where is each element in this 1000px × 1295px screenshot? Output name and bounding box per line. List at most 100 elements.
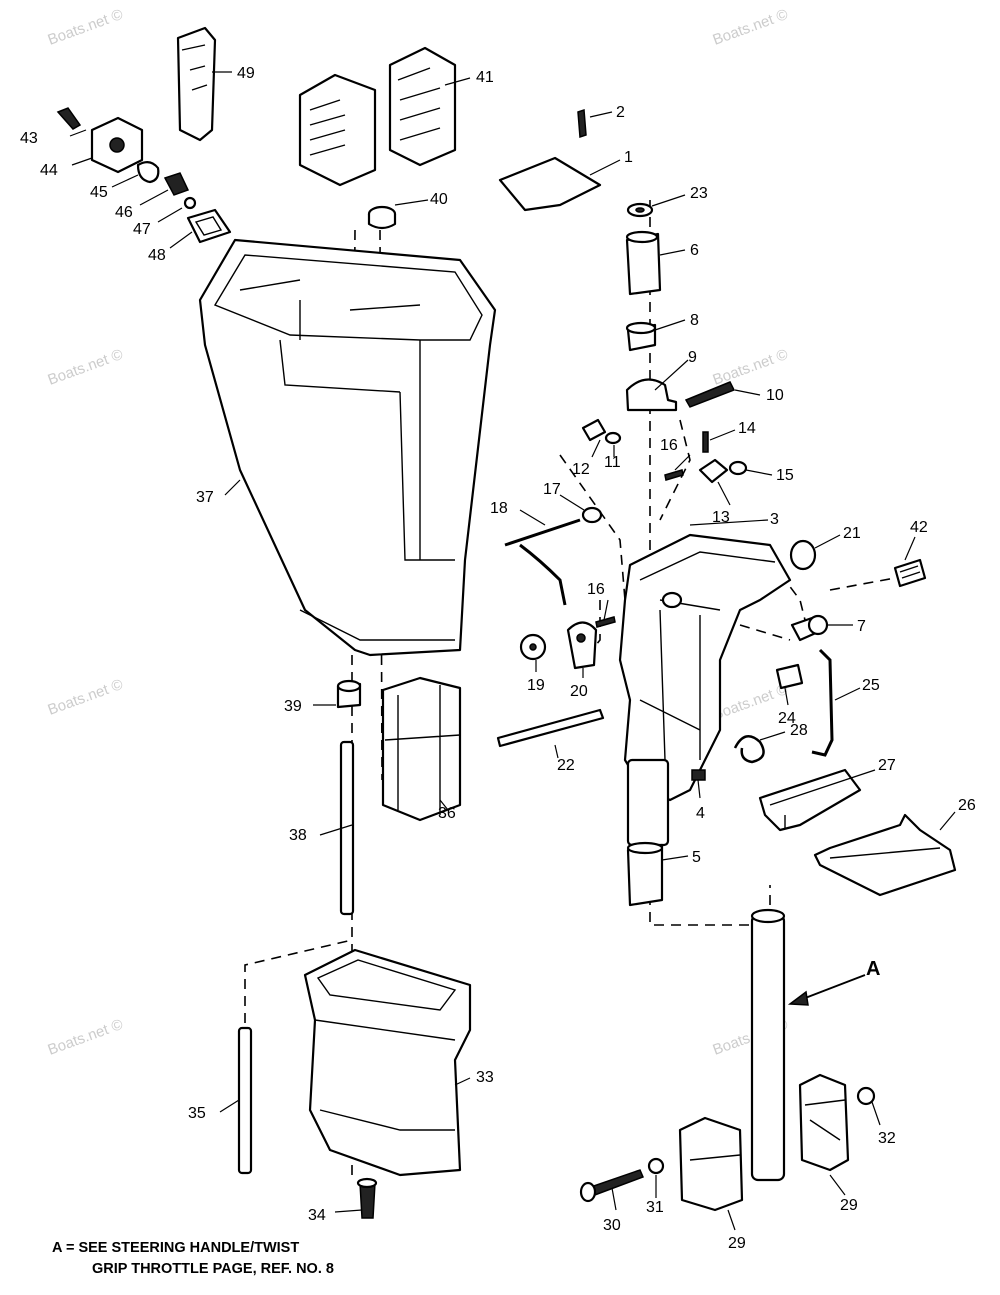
watermark: Boats.net © [46, 6, 126, 49]
part-20-arm [566, 621, 598, 670]
leader-lines [69, 71, 956, 1231]
reference-marker-a: A [866, 958, 880, 980]
part-49-latch [176, 26, 217, 142]
part-4-screw [691, 769, 706, 781]
callout-26: 26 [958, 797, 976, 814]
callout-27: 27 [878, 757, 896, 774]
callout-43: 43 [20, 130, 38, 147]
callout-6: 6 [690, 242, 699, 259]
callout-49: 49 [237, 65, 255, 82]
part-26-lever [813, 813, 957, 897]
part-10-bolt [684, 381, 736, 408]
callout-34: 34 [308, 1207, 326, 1224]
callout-31: 31 [646, 1199, 664, 1216]
callout-14: 14 [738, 420, 756, 437]
part-13-block [698, 458, 729, 484]
callout-41: 41 [476, 69, 494, 86]
part-23-washer [626, 202, 654, 218]
reference-arrow [787, 974, 866, 1006]
part-42-decal [893, 558, 927, 588]
callout-24: 24 [778, 710, 796, 727]
callout-23: 23 [690, 185, 708, 202]
part-14-pin [702, 431, 709, 453]
part-34-screw [356, 1177, 378, 1219]
part-12-washer [581, 418, 607, 442]
parts-43-48-fittings [56, 107, 232, 244]
callout-15: 15 [776, 467, 794, 484]
part-1-plate [498, 156, 602, 212]
part-16-pin-lower [595, 616, 616, 628]
callout-12: 12 [572, 461, 590, 478]
callout-17: 17 [543, 481, 561, 498]
part-31-washer [647, 1157, 665, 1175]
callout-3: 3 [770, 511, 779, 528]
callout-10: 10 [766, 387, 784, 404]
part-28-spring [733, 735, 765, 764]
callout-29-left: 29 [728, 1235, 746, 1252]
part-18-link-rod [504, 518, 581, 606]
callout-44: 44 [40, 162, 58, 179]
callout-1: 1 [624, 149, 633, 166]
part-32-nut [856, 1086, 876, 1106]
part-6-bushing [625, 230, 662, 296]
watermark: Boats.net © [46, 1016, 126, 1059]
callout-18: 18 [490, 500, 508, 517]
part-37-driveshaft-housing [198, 238, 497, 657]
watermark: Boats.net © [711, 346, 791, 389]
part-19-washer [519, 633, 547, 661]
callout-21: 21 [843, 525, 861, 542]
part-29-clamp-left [678, 1116, 744, 1212]
callout-42: 42 [910, 519, 928, 536]
callout-40: 40 [430, 191, 448, 208]
callout-35: 35 [188, 1105, 206, 1122]
callout-32: 32 [878, 1130, 896, 1147]
callout-11: 11 [604, 454, 621, 471]
callout-45: 45 [90, 184, 108, 201]
watermark: Boats.net © [46, 676, 126, 719]
callout-19: 19 [527, 677, 545, 694]
footnote: A = SEE STEERING HANDLE/TWIST GRIP THROT… [52, 1238, 334, 1280]
callout-36: 36 [438, 805, 456, 822]
part-40-grommet [367, 205, 397, 230]
part-36-mount [381, 676, 462, 822]
footnote-line-1: A = SEE STEERING HANDLE/TWIST [52, 1240, 300, 1256]
part-33-exhaust-housing [303, 948, 472, 1177]
callout-30: 30 [603, 1217, 621, 1234]
part-25-rod [811, 648, 834, 757]
part-17-nut [581, 506, 603, 524]
callout-16-upper: 16 [660, 437, 678, 454]
part-24-decal [775, 663, 804, 690]
part-11-washer [604, 431, 622, 445]
part-16-pin [664, 469, 684, 481]
callout-38: 38 [289, 827, 307, 844]
part-29-clamp-right [798, 1073, 850, 1172]
callout-20: 20 [570, 683, 588, 700]
watermark: Boats.net © [46, 346, 126, 389]
part-30-bolt [579, 1169, 644, 1203]
callout-16-lower: 16 [587, 581, 605, 598]
part-2-screw [577, 108, 587, 139]
callout-29-right: 29 [840, 1197, 858, 1214]
steering-tube [750, 908, 786, 1182]
part-7-bolt [790, 614, 829, 642]
callout-7: 7 [857, 618, 866, 635]
part-39-bushing [336, 679, 362, 709]
callout-48: 48 [148, 247, 166, 264]
callout-13: 13 [712, 509, 730, 526]
part-5-bushing [626, 841, 664, 907]
callout-4: 4 [696, 805, 705, 822]
callout-33: 33 [476, 1069, 494, 1086]
callout-46: 46 [115, 204, 133, 221]
part-8-ring [625, 321, 657, 352]
part-22-pin [496, 708, 605, 748]
callout-39: 39 [284, 698, 302, 715]
footnote-line-2: GRIP THROTTLE PAGE, REF. NO. 8 [92, 1261, 334, 1277]
part-9-clamp [625, 378, 678, 412]
part-21-washer [789, 539, 817, 571]
callout-2: 2 [616, 104, 625, 121]
callout-5: 5 [692, 849, 701, 866]
callout-47: 47 [133, 221, 151, 238]
part-41-covers [298, 46, 457, 187]
callout-8: 8 [690, 312, 699, 329]
